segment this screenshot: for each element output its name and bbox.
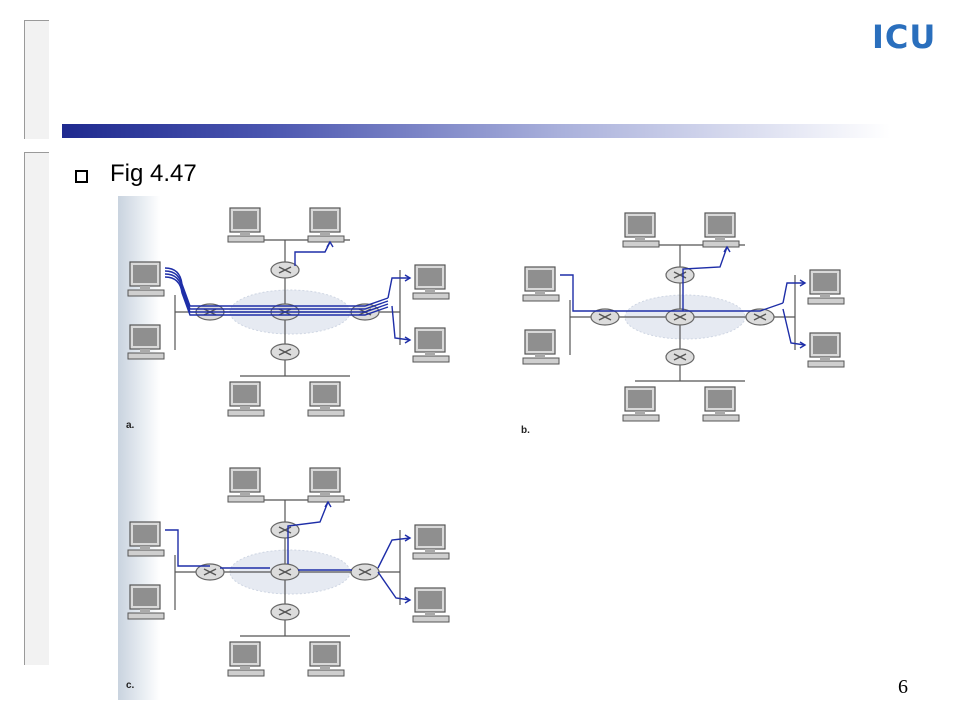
router-icon: [665, 348, 695, 366]
router-icon: [590, 308, 620, 326]
flow-path: [377, 537, 411, 569]
computer-icon: [307, 641, 345, 677]
flow-path: [287, 501, 329, 564]
router-icon: [350, 563, 380, 581]
computer-icon: [702, 212, 740, 248]
computer-icon: [127, 261, 165, 297]
router-icon: [270, 521, 300, 539]
computer-icon: [622, 212, 660, 248]
computer-icon: [307, 381, 345, 417]
computer-icon: [702, 386, 740, 422]
arrow-head: [404, 596, 412, 604]
computer-icon: [412, 264, 450, 300]
flow-path: [377, 571, 411, 601]
flow-path: [164, 270, 389, 310]
page-number: 6: [898, 676, 908, 698]
arrow-head: [404, 336, 412, 344]
slide-bullet-text: Fig 4.47: [110, 160, 197, 187]
computer-icon: [522, 266, 560, 302]
flow-path: [682, 246, 728, 311]
flow-path: [391, 305, 411, 341]
network-diagram-b: b.: [521, 212, 845, 436]
computer-icon: [307, 467, 345, 503]
flow-path: [164, 267, 389, 307]
icu-logo: ICU: [872, 18, 937, 56]
computer-icon: [807, 332, 845, 368]
computer-icon: [622, 386, 660, 422]
bullet-square-icon: [75, 170, 88, 183]
panel-label: c.: [126, 680, 135, 691]
arrow-head: [799, 279, 807, 287]
router-icon: [270, 563, 300, 581]
router-icon: [195, 563, 225, 581]
flow-path: [782, 308, 806, 346]
computer-icon: [412, 587, 450, 623]
flow-path: [165, 529, 210, 567]
flow-path: [164, 273, 389, 313]
network-diagram-a: a.: [126, 207, 450, 431]
arrow-head: [404, 274, 412, 282]
flow-path: [294, 241, 331, 266]
flow-path: [164, 276, 389, 316]
arrow-head: [799, 341, 807, 349]
computer-icon: [227, 207, 265, 243]
network-diagram-c: c.: [126, 467, 450, 691]
computer-icon: [227, 641, 265, 677]
slide-frame-left: [24, 152, 49, 665]
computer-icon: [307, 207, 345, 243]
computer-icon: [522, 329, 560, 365]
computer-icon: [412, 327, 450, 363]
computer-icon: [412, 524, 450, 560]
arrow-head: [324, 500, 332, 508]
flow-path: [387, 277, 410, 299]
router-icon: [270, 261, 300, 279]
arrow-head: [723, 245, 731, 253]
title-gradient-bar: [62, 124, 890, 138]
arrow-head: [404, 534, 412, 542]
flow-path: [782, 282, 805, 304]
computer-icon: [807, 269, 845, 305]
panel-label: a.: [126, 420, 135, 431]
figure-scan: [118, 196, 880, 700]
computer-icon: [127, 521, 165, 557]
router-icon: [665, 266, 695, 284]
computer-icon: [127, 324, 165, 360]
slide-frame-top: [24, 20, 49, 139]
router-icon: [665, 308, 695, 326]
computer-icon: [227, 467, 265, 503]
computer-icon: [127, 584, 165, 620]
router-icon: [270, 603, 300, 621]
router-icon: [270, 343, 300, 361]
computer-icon: [227, 381, 265, 417]
panel-label: b.: [521, 425, 530, 436]
arrow-head: [326, 240, 334, 248]
flow-path: [560, 274, 784, 312]
router-icon: [745, 308, 775, 326]
